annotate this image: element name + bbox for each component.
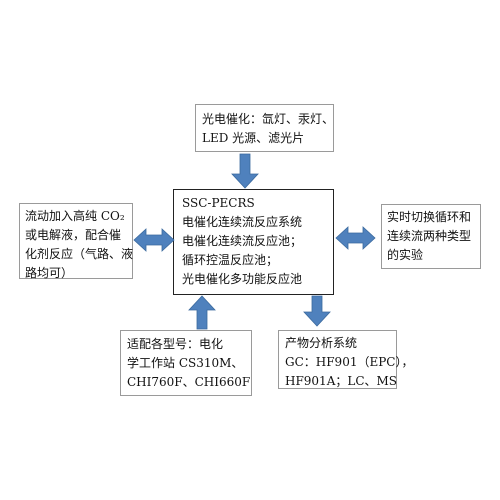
mode-switch-line-3: 的实验 <box>387 248 424 262</box>
feed-line-4: 路均可） <box>25 266 74 280</box>
center-line-2: 电催化连续流反应池； <box>182 234 303 248</box>
light-source-line-2: LED 光源、滤光片 <box>202 131 305 145</box>
arrow-bottom-left-up <box>188 295 216 330</box>
workstation-line-3: CHI760F、CHI660F <box>127 375 251 389</box>
feed-line-3: 化剂反应（气路、液 <box>25 247 134 261</box>
center-title: SSC-PECRS <box>182 196 255 210</box>
analysis-box: 产物分析系统 GC：HF901（EPC）， HF901A；LC、MS <box>278 330 414 389</box>
workstation-line-2: 学工作站 CS310M、 <box>127 356 244 370</box>
light-source-line-1: 光电催化：氙灯、汞灯、 <box>202 112 335 126</box>
workstation-box: 适配各型号：电化 学工作站 CS310M、 CHI760F、CHI660F <box>120 330 252 396</box>
analysis-line-2: GC：HF901（EPC）， <box>285 355 414 369</box>
center-system-box: SSC-PECRS 电催化连续流反应系统 电催化连续流反应池； 循环控温反应池；… <box>173 189 334 295</box>
feed-line-1: 流动加入高纯 CO₂ <box>25 209 125 223</box>
light-source-box: 光电催化：氙灯、汞灯、 LED 光源、滤光片 <box>195 104 334 152</box>
mode-switch-line-2: 连续流两种类型 <box>387 229 472 243</box>
workstation-line-1: 适配各型号：电化 <box>127 337 224 351</box>
arrow-right-double <box>335 226 376 250</box>
center-line-4: 光电催化多功能反应池 <box>182 272 303 286</box>
mode-switch-box: 实时切换循环和 连续流两种类型 的实验 <box>381 204 481 269</box>
feed-box: 流动加入高纯 CO₂ 或电解液，配合催 化剂反应（气路、液 路均可） <box>19 203 134 280</box>
arrow-top-to-center <box>231 153 259 189</box>
analysis-line-3: HF901A；LC、MS <box>285 374 398 388</box>
feed-line-2: 或电解液，配合催 <box>25 228 122 242</box>
center-line-1: 电催化连续流反应系统 <box>182 215 303 229</box>
mode-switch-line-1: 实时切换循环和 <box>387 210 472 224</box>
center-line-3: 循环控温反应池； <box>182 253 279 267</box>
arrow-left-double <box>133 228 175 252</box>
analysis-line-1: 产物分析系统 <box>285 336 358 350</box>
arrow-center-to-analysis <box>303 295 331 327</box>
